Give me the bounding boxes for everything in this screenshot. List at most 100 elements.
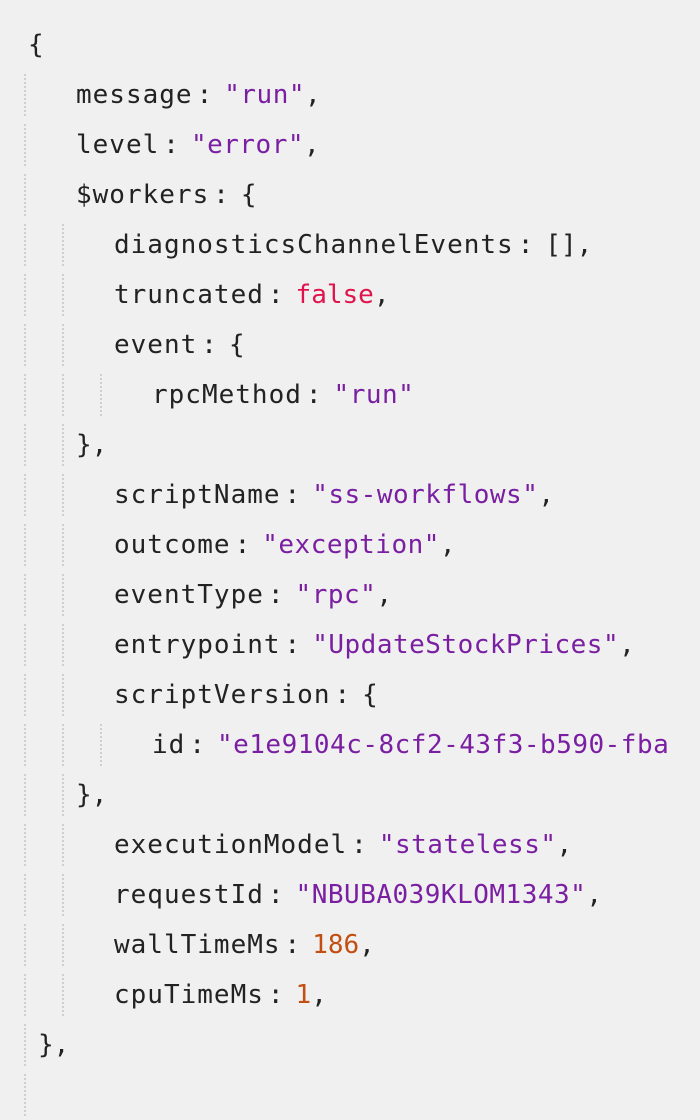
json-value: "run" (333, 380, 415, 410)
json-key: rpcMethod (152, 380, 302, 410)
json-key: level (76, 130, 160, 160)
colon: : (163, 130, 179, 160)
json-line (0, 1070, 700, 1120)
colon: : (234, 530, 251, 560)
json-value: { (228, 330, 245, 360)
indent-guide (62, 924, 64, 966)
indent-guide (24, 1024, 26, 1066)
json-line: scriptVersion:{ (0, 670, 700, 720)
open-brace: { (28, 30, 44, 60)
trailing-comma: , (576, 230, 593, 260)
indent-guide (62, 774, 64, 816)
json-key: requestId (114, 880, 264, 910)
indent-guide (24, 574, 26, 616)
colon: : (284, 480, 301, 510)
indent-guide (24, 1074, 26, 1116)
json-key: id (152, 730, 186, 760)
indent-guide (24, 474, 26, 516)
indent-guide (62, 974, 64, 1016)
json-value: [] (545, 230, 577, 260)
json-key: executionModel (114, 830, 348, 860)
json-value: "UpdateStockPrices" (312, 630, 620, 660)
trailing-comma: , (586, 880, 602, 910)
trailing-comma: , (439, 530, 456, 560)
json-key: event (114, 330, 198, 360)
json-line: { (0, 20, 700, 70)
json-key: scriptName (114, 480, 281, 510)
trailing-comma: , (538, 480, 555, 510)
colon: : (284, 630, 301, 660)
json-line: truncated: false, (0, 270, 700, 320)
json-line: cpuTimeMs:1, (0, 970, 700, 1020)
indent-guide (100, 724, 102, 766)
colon: : (201, 330, 217, 360)
close-brace: }, (76, 430, 108, 460)
json-value: "rpc" (295, 580, 377, 610)
json-line: }, (0, 770, 700, 820)
trailing-comma: , (619, 630, 635, 660)
colon: : (213, 180, 229, 210)
indent-guide (62, 424, 64, 466)
json-line: level:"error", (0, 120, 700, 170)
trailing-comma: , (359, 930, 375, 960)
json-key: wallTimeMs (114, 930, 281, 960)
colon: : (267, 980, 284, 1010)
colon: : (267, 880, 284, 910)
colon: : (267, 280, 284, 310)
json-line: scriptName:"ss-workflows", (0, 470, 700, 520)
colon: : (517, 230, 534, 260)
json-line: executionModel:"stateless", (0, 820, 700, 870)
indent-guide (24, 974, 26, 1016)
json-line: }, (0, 1020, 700, 1070)
json-key: entrypoint (114, 630, 281, 660)
json-value: 1 (295, 980, 312, 1010)
indent-guide (24, 374, 26, 416)
indent-guide (24, 724, 26, 766)
json-key: diagnosticsChannelEvents (114, 230, 514, 260)
indent-guide (24, 774, 26, 816)
indent-guide (24, 924, 26, 966)
indent-guide (24, 674, 26, 716)
json-value: "error" (190, 130, 305, 160)
json-key: outcome (114, 530, 231, 560)
indent-guide (24, 324, 26, 366)
json-line: requestId: "NBUBA039KLOM1343", (0, 870, 700, 920)
json-line: $workers:{ (0, 170, 700, 220)
indent-guide (62, 574, 64, 616)
indent-guide (62, 624, 64, 666)
colon: : (351, 830, 367, 860)
indent-guide (24, 424, 26, 466)
indent-guide (62, 474, 64, 516)
json-line: eventType:"rpc", (0, 570, 700, 620)
json-line: id: "e1e9104c-8cf2-43f3-b590-fba (0, 720, 700, 770)
json-value: "e1e9104c-8cf2-43f3-b590-fba (216, 730, 670, 760)
trailing-comma: , (305, 80, 321, 110)
indent-guide (24, 524, 26, 566)
colon: : (189, 730, 205, 760)
indent-guide (62, 274, 64, 316)
json-value: "NBUBA039KLOM1343" (295, 880, 587, 910)
indent-guide (24, 224, 26, 266)
json-value: 186 (312, 930, 360, 960)
indent-guide (62, 324, 64, 366)
indent-guide (100, 374, 102, 416)
json-key: scriptVersion (114, 680, 331, 710)
indent-guide (24, 274, 26, 316)
indent-guide (62, 524, 64, 566)
json-key: message (76, 80, 193, 110)
indent-guide (24, 624, 26, 666)
indent-guide (24, 174, 26, 216)
json-value: false (295, 280, 374, 310)
json-line: wallTimeMs:186, (0, 920, 700, 970)
indent-guide (24, 74, 26, 116)
json-value: "run" (224, 80, 306, 110)
json-line: outcome:"exception", (0, 520, 700, 570)
json-key: truncated (114, 280, 264, 310)
trailing-comma: , (311, 980, 327, 1010)
trailing-comma: , (373, 280, 390, 310)
json-value: "stateless" (378, 830, 557, 860)
colon: : (334, 680, 351, 710)
close-brace: }, (76, 780, 108, 810)
json-line: event: { (0, 320, 700, 370)
